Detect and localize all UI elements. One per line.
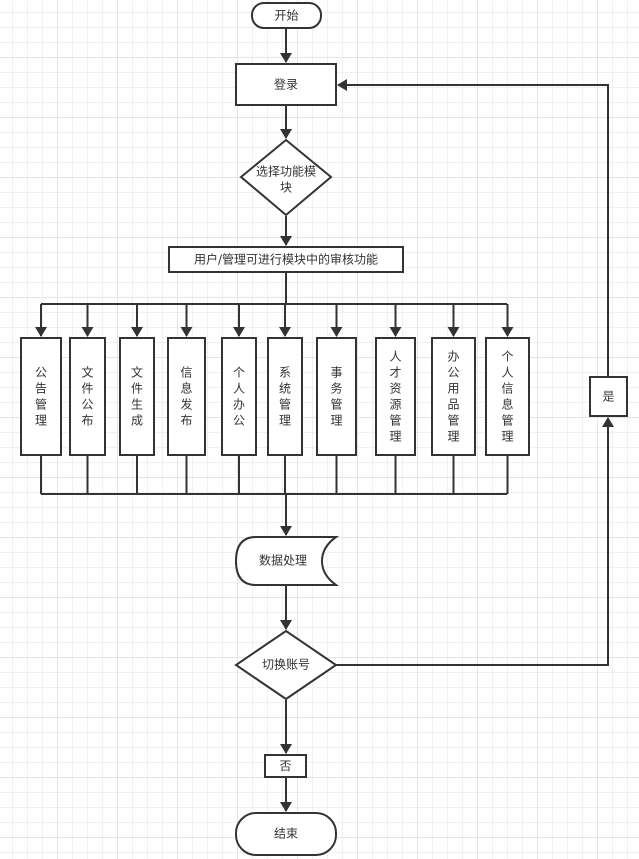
login-label: 登录 (274, 77, 298, 92)
module-label: 办公用品管理 (447, 349, 459, 444)
module-affairs_manage[interactable]: 事务管理 (316, 337, 357, 456)
yes-node[interactable]: 是 (589, 376, 628, 417)
module-office_supplies[interactable]: 办公用品管理 (431, 337, 476, 456)
audit-label: 用户/管理可进行模块中的审核功能 (194, 252, 378, 267)
module-hr_manage[interactable]: 人才资源管理 (375, 337, 416, 456)
select-module-decision[interactable]: 选择功能模 块 (239, 138, 333, 217)
module-system_manage[interactable]: 系统管理 (267, 337, 303, 456)
connectors (35, 29, 614, 812)
no-label: 否 (279, 759, 291, 773)
select-module-label-line1: 选择功能模 (256, 165, 316, 179)
select-module-label-line2: 块 (280, 181, 292, 195)
module-label: 系统管理 (279, 366, 291, 428)
switch-account-decision[interactable]: 切换账号 (234, 629, 338, 701)
module-file_generate[interactable]: 文件生成 (119, 337, 155, 456)
merge-lines (40, 455, 509, 494)
module-label: 个人办公 (233, 366, 245, 428)
no-node[interactable]: 否 (264, 754, 307, 778)
audit-node[interactable]: 用户/管理可进行模块中的审核功能 (168, 246, 404, 273)
data-processing-label: 数据处理 (259, 553, 307, 568)
switch-account-label: 切换账号 (262, 658, 310, 672)
module-boxes: 公告管理 文件公布 文件生成 信息发布 个人办公 系统管理 事务管理 人才资源管理 办公用品管理… (20, 337, 530, 456)
yes-label: 是 (602, 390, 614, 404)
end-node[interactable]: 结束 (235, 812, 337, 856)
edge-yes-login (337, 79, 609, 376)
module-label: 事务管理 (330, 366, 342, 428)
module-info_publish[interactable]: 信息发布 (167, 337, 206, 456)
module-label: 文件公布 (81, 365, 93, 428)
start-label: 开始 (274, 9, 298, 23)
module-label: 人才资源管理 (389, 350, 401, 444)
fanout-arrows (35, 304, 514, 337)
module-personal_info[interactable]: 个人信息管理 (485, 337, 530, 456)
module-personal_office[interactable]: 个人办公 (221, 337, 257, 456)
module-label: 个人信息管理 (501, 350, 513, 444)
module-label: 文件生成 (131, 365, 143, 428)
module-announcement[interactable]: 公告管理 (20, 337, 62, 456)
edge-switch-yes (336, 417, 614, 666)
start-node[interactable]: 开始 (251, 2, 322, 29)
module-label: 公告管理 (35, 366, 47, 428)
end-label: 结束 (274, 827, 298, 841)
module-file_publish[interactable]: 文件公布 (69, 337, 106, 456)
module-label: 信息发布 (180, 366, 192, 428)
login-node[interactable]: 登录 (235, 63, 337, 106)
data-processing-node[interactable]: 数据处理 (234, 536, 340, 586)
